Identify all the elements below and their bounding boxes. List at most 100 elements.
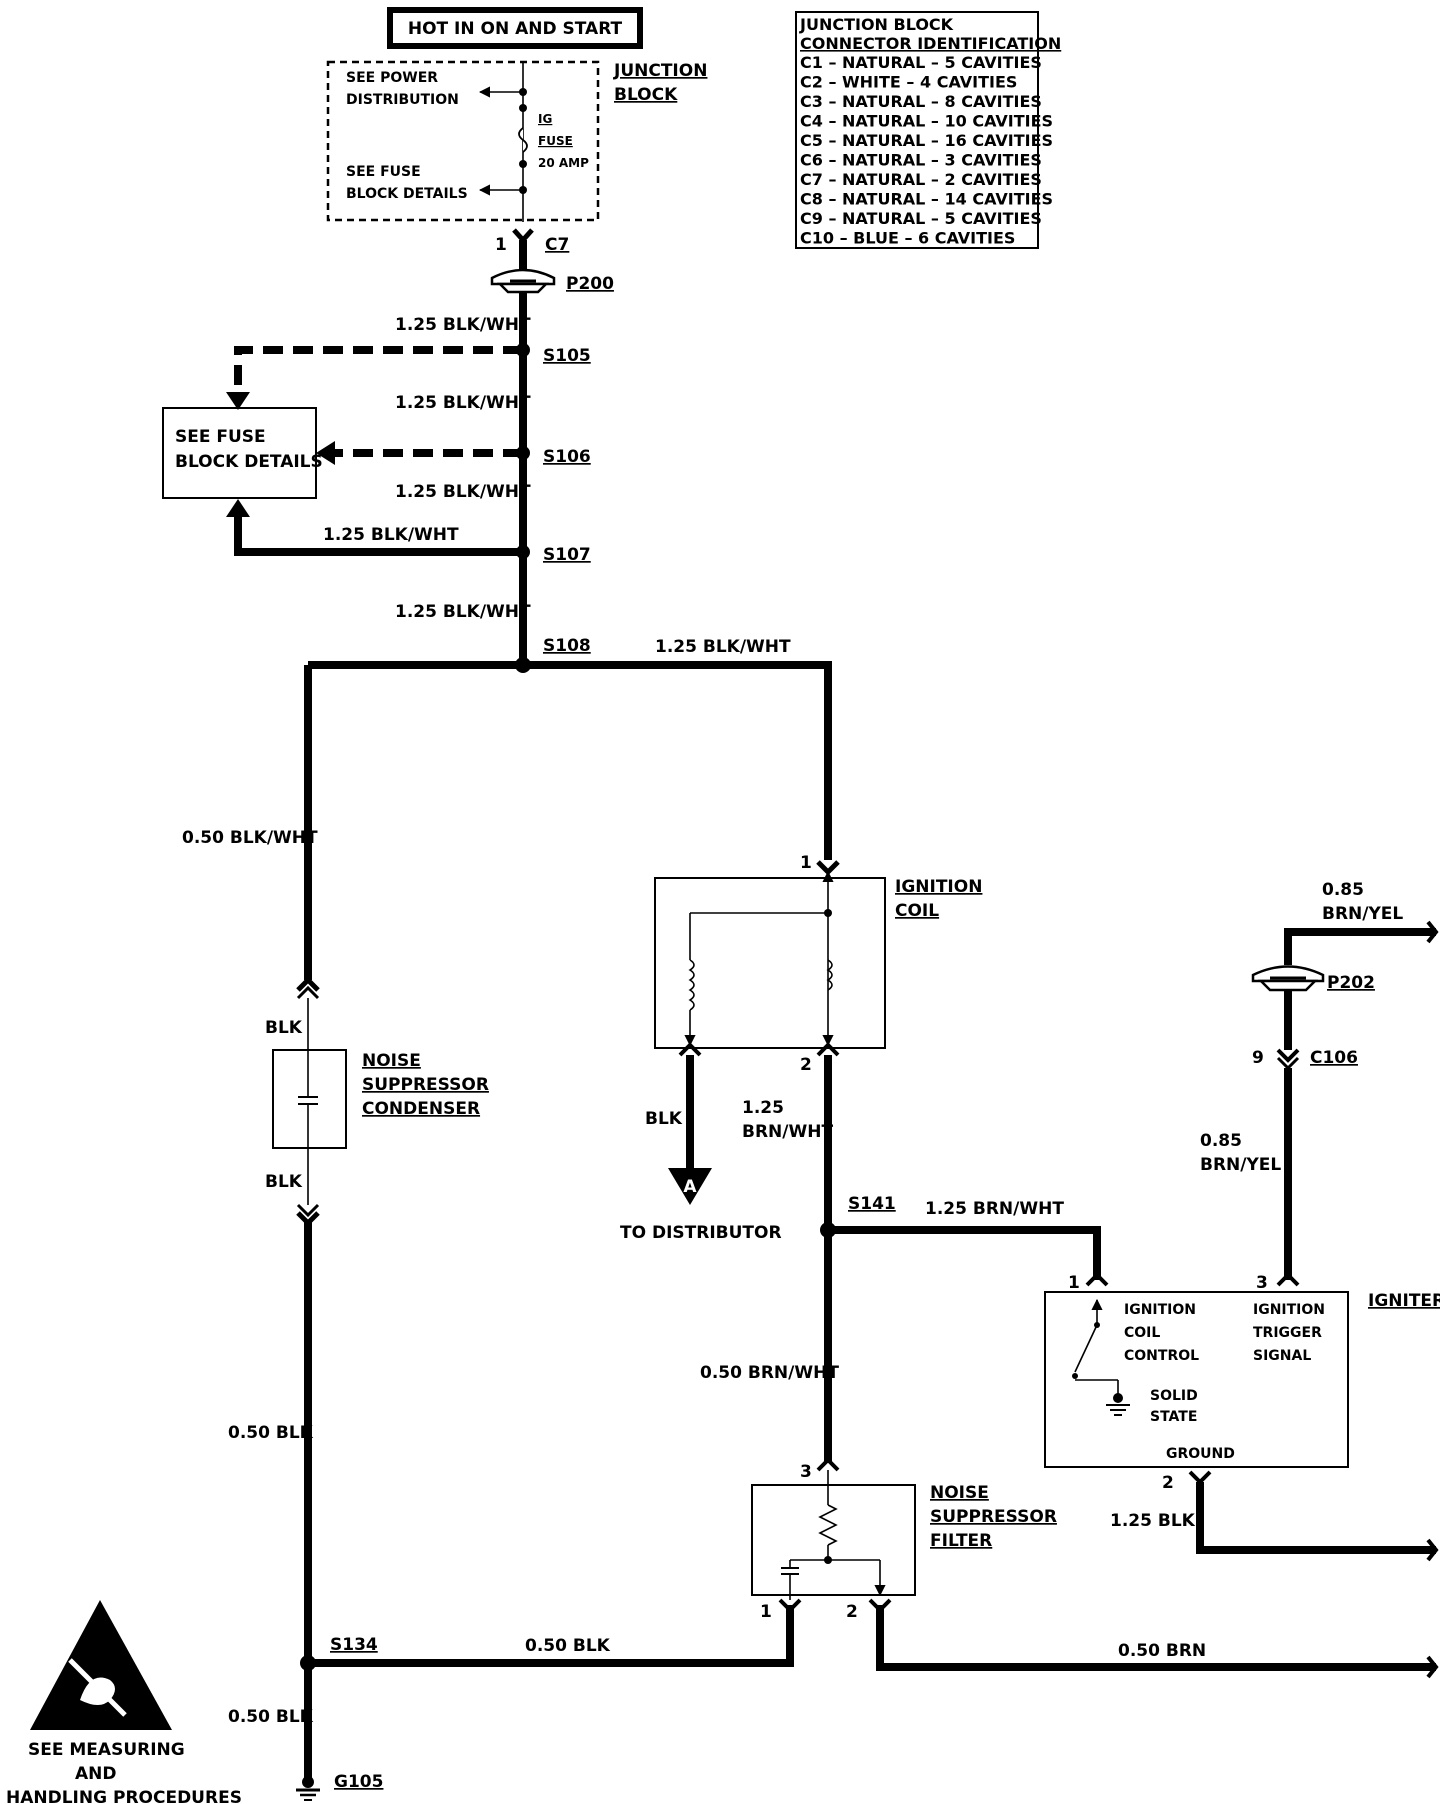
igniter: 1 3 IGNITER IGNITION COIL CONTROL IGNITI… [1044, 1272, 1440, 1562]
left-branch: 0.50 BLK/WHT BLK NOISE SUPPRESSOR CONDEN… [182, 665, 794, 1801]
table-row: C8 – NATURAL – 14 CAVITIES [800, 190, 1053, 209]
filter-name-2: SUPPRESSOR [930, 1507, 1057, 1527]
distributor-wire: BLK [645, 1109, 683, 1129]
esd-text-1: SEE MEASURING [28, 1740, 185, 1760]
wire-label-ground: 0.50 BLK [228, 1707, 314, 1727]
ignition-coil: 1 IGNITION COIL 2 [654, 853, 982, 1075]
see-fuse-text-2: BLOCK DETAILS [346, 186, 468, 202]
wire-label-1: 1.25 BLK/WHT [395, 315, 531, 335]
table-title-1: JUNCTION BLOCK [799, 15, 954, 34]
see-fuse-text-1: SEE FUSE [346, 164, 421, 180]
s105-label: S105 [543, 346, 591, 366]
wire-label-left-2: 0.50 BLK [228, 1423, 314, 1443]
fuse-box-text-2: BLOCK DETAILS [175, 452, 323, 472]
filter-pin-1: 1 [760, 1602, 772, 1622]
solid-state-2: STATE [1150, 1409, 1197, 1425]
noise-suppressor-filter: NOISE SUPPRESSOR FILTER 1 2 0.50 BRN [751, 1470, 1439, 1679]
distributor-label: TO DISTRIBUTOR [620, 1223, 782, 1243]
hot-in-banner: HOT IN ON AND START [387, 7, 643, 49]
wire-label-coil-out-b: BRN/WHT [742, 1122, 833, 1142]
banner-text: HOT IN ON AND START [408, 19, 623, 39]
main-trunk: P200 1.25 BLK/WHT 1.25 BLK/WHT 1.25 BLK/… [226, 240, 614, 673]
connector-table: JUNCTION BLOCK CONNECTOR IDENTIFICATION … [795, 11, 1061, 249]
wire-label-brnyel-top-b: BRN/YEL [1322, 904, 1403, 924]
table-row: C9 – NATURAL – 5 CAVITIES [800, 209, 1042, 228]
s134-label: S134 [330, 1635, 378, 1655]
igniter-name: IGNITER [1368, 1291, 1440, 1311]
s107-label: S107 [543, 545, 591, 565]
table-title-2: CONNECTOR IDENTIFICATION [800, 34, 1061, 53]
coil-control-1: IGNITION [1124, 1302, 1196, 1318]
fuse-block-details-box: SEE FUSE BLOCK DETAILS [162, 407, 323, 499]
table-row: C3 – NATURAL – 8 CAVITIES [800, 92, 1042, 111]
wire-label-s134: 0.50 BLK [525, 1636, 611, 1656]
ground-g105: G105 [296, 1772, 383, 1801]
table-row: C6 – NATURAL – 3 CAVITIES [800, 151, 1042, 170]
condenser-name-1: NOISE [362, 1051, 421, 1071]
coil-control-2: COIL [1124, 1325, 1160, 1341]
filter-pin-3: 3 [800, 1462, 812, 1482]
coil-control-3: CONTROL [1124, 1348, 1199, 1364]
see-power-text-2: DISTRIBUTION [346, 92, 459, 108]
igniter-pin-1: 1 [1068, 1273, 1080, 1293]
table-row: C4 – NATURAL – 10 CAVITIES [800, 112, 1053, 131]
connector-c7: 1 C7 [495, 228, 569, 255]
s108-label: S108 [543, 636, 591, 656]
esd-warning: SEE MEASURING AND HANDLING PROCEDURES [6, 1600, 242, 1804]
c7-label: C7 [545, 235, 569, 255]
wire-label-to-filter: 0.50 BRN/WHT [700, 1363, 839, 1383]
wire-label-coil-out-a: 1.25 [742, 1098, 784, 1118]
p200-grommet: P200 [490, 268, 614, 294]
filter-name-3: FILTER [930, 1531, 992, 1551]
wire-label-brn: 0.50 BRN [1118, 1641, 1206, 1661]
trigger-3: SIGNAL [1253, 1348, 1311, 1364]
coil-name-2: COIL [895, 901, 939, 921]
trigger-2: TRIGGER [1253, 1325, 1322, 1341]
to-distributor: A BLK TO DISTRIBUTOR [620, 1055, 782, 1243]
fuse-name-1: IG [538, 112, 552, 126]
igniter-pin-2: 2 [1162, 1473, 1174, 1493]
s106-label: S106 [543, 447, 591, 467]
c106-pin: 9 [1252, 1048, 1264, 1068]
c106-label: C106 [1310, 1048, 1358, 1068]
p200-label: P200 [566, 274, 614, 294]
filter-name-1: NOISE [930, 1483, 989, 1503]
esd-warning-icon [30, 1600, 172, 1730]
fuse-box-text-1: SEE FUSE [175, 427, 266, 447]
condenser-top-wire: BLK [265, 1018, 303, 1038]
coil-output-branch: 1.25 BRN/WHT S141 1.25 BRN/WHT 0.50 BRN/… [700, 1055, 1101, 1482]
wire-label-brnyel-mid-a: 0.85 [1200, 1131, 1242, 1151]
esd-text-2: AND [75, 1764, 117, 1784]
coil-pin-2: 2 [800, 1055, 812, 1075]
wire-label-4: 1.25 BLK/WHT [395, 602, 531, 622]
s141-label: S141 [848, 1194, 896, 1214]
junction-title-1: JUNCTION [613, 61, 707, 81]
see-power-text-1: SEE POWER [346, 70, 438, 86]
table-row: C5 – NATURAL – 16 CAVITIES [800, 131, 1053, 150]
coil-pin-1: 1 [800, 853, 812, 873]
coil-name-1: IGNITION [895, 877, 982, 897]
wire-label-igniter-ground: 1.25 BLK [1110, 1511, 1196, 1531]
wire-label-3: 1.25 BLK/WHT [395, 482, 531, 502]
condenser-name-2: SUPPRESSOR [362, 1075, 489, 1095]
fuse-name-2: FUSE [538, 134, 573, 148]
table-row: C2 – WHITE – 4 CAVITIES [800, 73, 1017, 92]
wire-label-left-1: 0.50 BLK/WHT [182, 828, 318, 848]
distributor-ref: A [683, 1177, 697, 1197]
wire-label-brnyel-top-a: 0.85 [1322, 880, 1364, 900]
wire-label-s107: 1.25 BLK/WHT [323, 525, 459, 545]
table-row: C7 – NATURAL – 2 CAVITIES [800, 170, 1042, 189]
g105-label: G105 [334, 1772, 383, 1792]
condenser-bottom-wire: BLK [265, 1172, 303, 1192]
c7-pin: 1 [495, 235, 507, 255]
esd-text-3: HANDLING PROCEDURES [6, 1788, 242, 1804]
junction-block: JUNCTION BLOCK SEE POWER DISTRIBUTION SE… [326, 60, 707, 222]
trigger-1: IGNITION [1253, 1302, 1325, 1318]
table-row: C10 – BLUE – 6 CAVITIES [800, 229, 1015, 248]
igniter-pin-3: 3 [1256, 1273, 1268, 1293]
p202-label: P202 [1327, 973, 1375, 993]
junction-title-2: BLOCK [614, 85, 678, 105]
condenser-name-3: CONDENSER [362, 1099, 480, 1119]
